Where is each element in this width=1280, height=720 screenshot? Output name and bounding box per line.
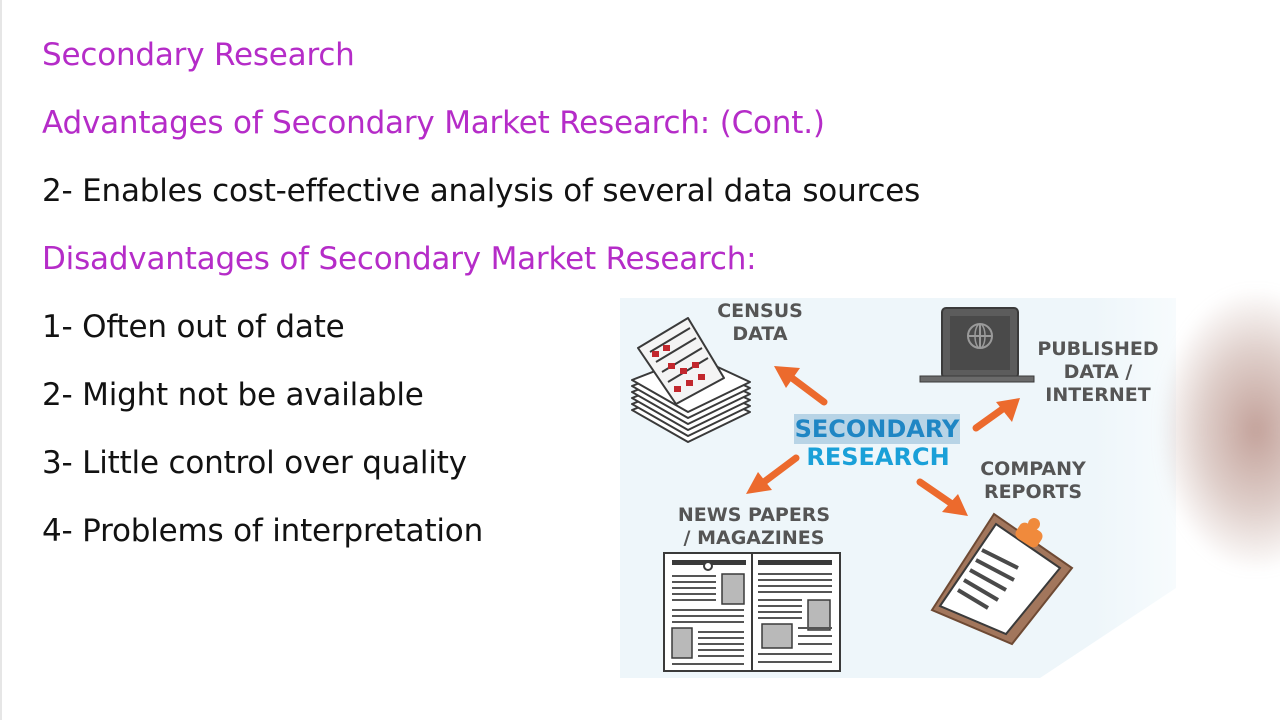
center-label-research: RESEARCH bbox=[806, 443, 950, 471]
slide-title: Secondary Research bbox=[42, 37, 355, 73]
newspaper-text-lines bbox=[672, 573, 832, 665]
disadvantage-item: 1- Often out of date bbox=[42, 309, 345, 345]
news-label-line: / MAGAZINES bbox=[683, 527, 825, 549]
presenter-hand-blur bbox=[1160, 290, 1280, 570]
frame-edge bbox=[0, 0, 2, 720]
secondary-research-diagram: SECONDARY RESEARCH CENSUS DATA PUBLISHED… bbox=[620, 298, 1176, 678]
company-label-line: COMPANY bbox=[980, 458, 1086, 480]
disadvantage-item: 2- Might not be available bbox=[42, 377, 424, 413]
clipboard-report-icon bbox=[930, 512, 1074, 646]
news-label-line: NEWS PAPERS bbox=[677, 504, 831, 526]
company-label-line: REPORTS bbox=[983, 481, 1083, 503]
laptop-globe-icon bbox=[919, 307, 1035, 383]
orange-arrow-icon bbox=[746, 366, 1020, 516]
disadvantage-item: 4- Problems of interpretation bbox=[42, 513, 484, 549]
center-label-secondary: SECONDARY bbox=[794, 414, 960, 444]
advantages-heading: Advantages of Secondary Market Research:… bbox=[42, 105, 825, 141]
census-label-line: CENSUS bbox=[717, 300, 803, 322]
published-data-label: PUBLISHED DATA / INTERNET bbox=[1028, 338, 1168, 407]
diagram-white-corner bbox=[1040, 588, 1176, 678]
disadvantage-item: 3- Little control over quality bbox=[42, 445, 467, 481]
published-label-line: INTERNET bbox=[1045, 384, 1151, 406]
diagram-graphics bbox=[620, 298, 1176, 678]
census-documents-icon bbox=[631, 317, 751, 443]
census-label-line: DATA bbox=[732, 323, 788, 345]
census-data-label: CENSUS DATA bbox=[712, 300, 808, 346]
disadvantages-heading: Disadvantages of Secondary Market Resear… bbox=[42, 241, 757, 277]
advantage-point: 2- Enables cost-effective analysis of se… bbox=[42, 173, 921, 209]
published-label-line: PUBLISHED bbox=[1037, 338, 1159, 360]
published-label-line: DATA / bbox=[1063, 361, 1133, 383]
news-papers-label: NEWS PAPERS / MAGAZINES bbox=[666, 504, 842, 550]
census-red-cells bbox=[652, 345, 705, 392]
newspaper-icon bbox=[663, 552, 841, 672]
company-reports-label: COMPANY REPORTS bbox=[968, 458, 1098, 504]
